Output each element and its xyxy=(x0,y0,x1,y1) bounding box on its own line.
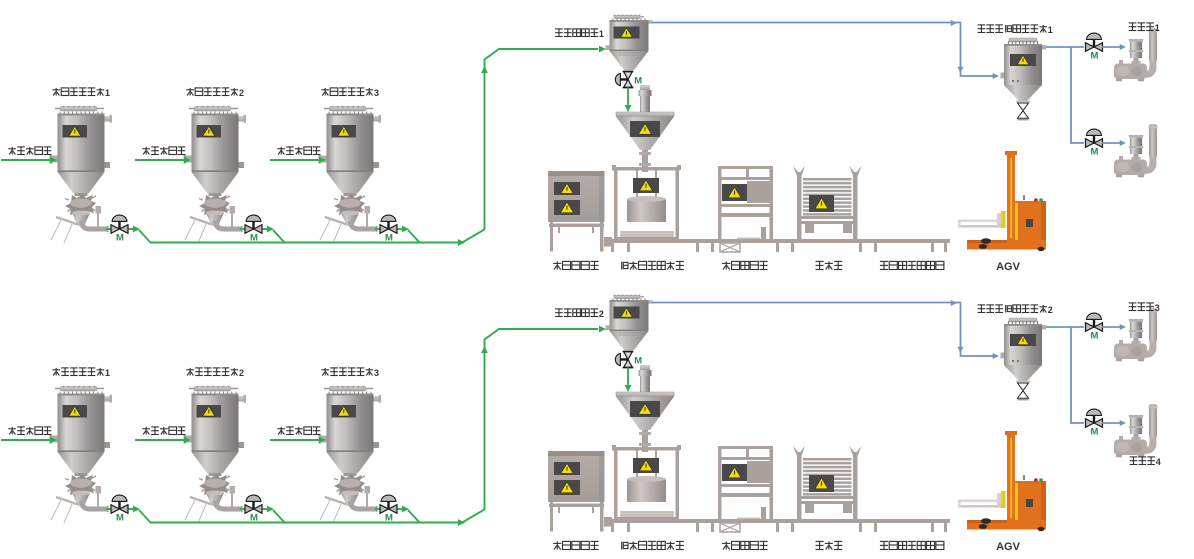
svg-text:M: M xyxy=(634,75,642,86)
svg-text:4: 4 xyxy=(1156,457,1161,467)
svg-text:2: 2 xyxy=(239,368,244,378)
svg-text:M: M xyxy=(250,513,258,524)
svg-text:M: M xyxy=(1091,147,1099,158)
svg-text:M: M xyxy=(634,355,642,366)
svg-text:M: M xyxy=(1091,427,1099,438)
svg-text:M: M xyxy=(116,233,124,244)
svg-text:M: M xyxy=(1091,331,1099,342)
svg-text:1: 1 xyxy=(105,368,110,378)
svg-text:M: M xyxy=(250,233,258,244)
svg-text:M: M xyxy=(1091,51,1099,62)
svg-text:1: 1 xyxy=(1155,23,1160,33)
svg-text:3: 3 xyxy=(374,368,379,378)
svg-text:2: 2 xyxy=(1048,305,1053,315)
svg-text:AGV: AGV xyxy=(996,541,1021,553)
svg-text:1: 1 xyxy=(599,29,604,39)
svg-text:1: 1 xyxy=(105,88,110,98)
svg-text:3: 3 xyxy=(1155,303,1160,313)
svg-text:3: 3 xyxy=(374,88,379,98)
svg-text:1: 1 xyxy=(1048,25,1053,35)
svg-text:M: M xyxy=(385,233,393,244)
svg-text:2: 2 xyxy=(239,88,244,98)
svg-text:AGV: AGV xyxy=(996,261,1021,273)
svg-text:M: M xyxy=(385,513,393,524)
svg-text:2: 2 xyxy=(599,309,604,319)
svg-text:M: M xyxy=(116,513,124,524)
